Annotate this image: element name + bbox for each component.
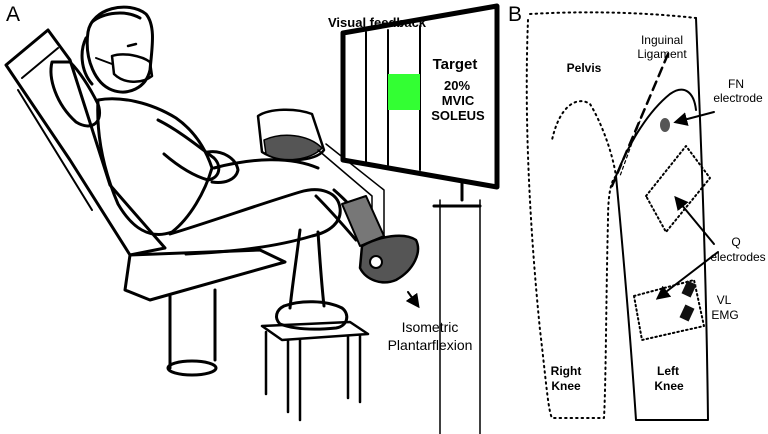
- chair-backrest-edge: [17, 47, 93, 211]
- monitor-target-muscle: SOLEUS: [431, 108, 485, 123]
- dynamometer-ankle-cuff: [341, 195, 385, 247]
- person-thigh-upper: [212, 158, 320, 170]
- panel-a-letter: A: [6, 3, 20, 26]
- chair-seat: [123, 248, 287, 302]
- panel-b-illustration: [525, 11, 719, 421]
- chair-backrest: [4, 28, 167, 257]
- fn-electrode: [660, 118, 670, 132]
- monitor-table: [439, 199, 481, 434]
- q-electrodes-line2: electrodes: [710, 250, 765, 264]
- monitor-frame: [340, 3, 500, 190]
- monitor-target-zone: [388, 74, 420, 110]
- left-leg-outline: [615, 17, 709, 421]
- fn-electrode-line1: FN: [728, 77, 744, 91]
- right-knee-line1: Right: [551, 364, 582, 378]
- person-hand: [206, 150, 240, 184]
- inguinal-ligament-line-2: [619, 109, 645, 177]
- monitor-target-unit: MVIC: [442, 93, 475, 108]
- right-leg-outline: [525, 19, 617, 419]
- q-electrodes-line1: Q: [731, 235, 740, 249]
- person-torso: [96, 97, 214, 236]
- step-stool-legs: [264, 330, 362, 422]
- vl-emg-electrode-lower: [679, 304, 695, 322]
- action-label-line1: Isometric: [402, 319, 459, 335]
- inguinal-ligament-line: [610, 52, 670, 188]
- mask-strap: [95, 57, 113, 65]
- visual-feedback-label: Visual feedback: [328, 15, 427, 30]
- dynamometer-footplate: [358, 234, 420, 284]
- fn-electrode-line2: electrode: [713, 91, 763, 105]
- q-arrow-lower: [655, 251, 719, 300]
- q-arrow-upper: [674, 195, 715, 245]
- vl-emg-electrode-upper: [681, 280, 697, 298]
- panel-a-illustration: [4, 3, 500, 434]
- chair-pedestal: [168, 288, 217, 370]
- fn-arrow: [673, 111, 715, 126]
- person-arm: [156, 118, 221, 182]
- vl-emg-line1: VL: [717, 293, 732, 307]
- step-stool: [260, 320, 370, 342]
- right-knee-line2: Knee: [551, 379, 581, 393]
- monitor-stand: [432, 180, 482, 208]
- left-knee-line1: Left: [657, 364, 679, 378]
- monitor-target-value: 20%: [444, 78, 470, 93]
- person-lower-leg: [288, 228, 326, 310]
- eye: [126, 42, 138, 48]
- pelvis-label: Pelvis: [567, 61, 602, 75]
- chair-base: [166, 359, 218, 377]
- dynamometer-pad-fill: [263, 134, 323, 161]
- person-thigh: [168, 188, 342, 256]
- inguinal-ligament-line2: Ligament: [637, 47, 687, 61]
- face-mask: [110, 53, 154, 83]
- plantarflexion-arrow: [405, 291, 420, 309]
- action-label-line2: Plantarflexion: [388, 337, 473, 353]
- pelvis-outline-top: [529, 11, 697, 19]
- person-foot: [275, 300, 349, 331]
- monitor-target-title: Target: [433, 56, 478, 73]
- q-electrode-upper: [645, 145, 711, 233]
- dynamometer-axis: [369, 255, 383, 269]
- left-knee-line2: Knee: [654, 379, 684, 393]
- panel-b-letter: B: [508, 3, 522, 26]
- headrest-pillow: [49, 60, 101, 128]
- labels: A Visual feedback Target 20% MVIC SOLEUS…: [6, 3, 766, 393]
- inguinal-ligament-line1: Inguinal: [641, 33, 683, 47]
- monitor: [340, 3, 500, 434]
- person-hair: [80, 11, 142, 86]
- vl-emg-line2: EMG: [711, 308, 738, 322]
